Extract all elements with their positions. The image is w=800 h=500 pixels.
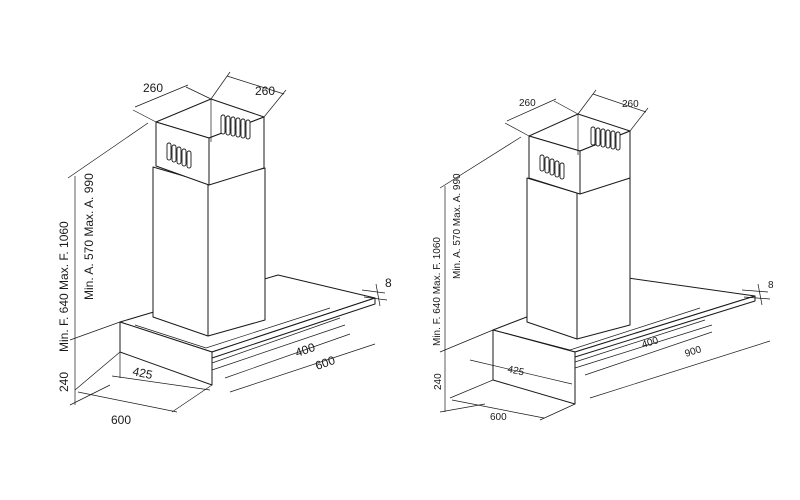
right-canopy-front: 600 (490, 412, 507, 423)
right-hood-vent-left (539, 154, 565, 180)
left-canopy-height: 240 (57, 372, 71, 392)
right-canopy-height: 240 (433, 373, 444, 390)
right-height-range-1: Min. F. 640 Max. F. 1060 (432, 237, 443, 346)
left-canopy-width-outer: 600 (313, 353, 337, 373)
right-hood-dimensions (439, 89, 771, 421)
right-glass-thickness: 8 (768, 280, 774, 291)
left-height-range-2: Min. A. 570 Max. A. 990 (82, 173, 96, 300)
left-canopy-front: 600 (111, 413, 131, 427)
left-hood-dimensions (67, 71, 388, 413)
left-hood-drawing: 260 260 Min. F. 640 Max. F. 1060 Min. A.… (57, 71, 392, 427)
right-hood-vent-right (590, 126, 621, 151)
right-chimney-dim-right: 260 (622, 99, 639, 110)
right-hood-chimney (526, 113, 631, 340)
left-glass-thickness: 8 (385, 276, 392, 290)
left-chimney-dim-right: 260 (255, 84, 275, 98)
left-chimney-dim-left: 260 (143, 81, 163, 95)
right-chimney-dim-left: 260 (519, 98, 536, 109)
left-hood-vent-right (220, 114, 251, 140)
right-canopy-width-outer: 900 (684, 344, 704, 360)
left-height-range-1: Min. F. 640 Max. F. 1060 (57, 221, 71, 352)
left-canopy-width-inner: 400 (293, 340, 317, 360)
right-canopy-width-inner: 400 (641, 335, 661, 351)
left-canopy-depth-inner: 425 (131, 364, 154, 382)
right-canopy-depth-inner: 425 (506, 364, 525, 378)
right-height-range-2: Min. A. 570 Max. A. 990 (452, 173, 463, 279)
left-hood-vent-left (166, 142, 192, 169)
right-hood-drawing: 260 260 Min. F. 640 Max. F. 1060 Min. A.… (432, 89, 774, 423)
